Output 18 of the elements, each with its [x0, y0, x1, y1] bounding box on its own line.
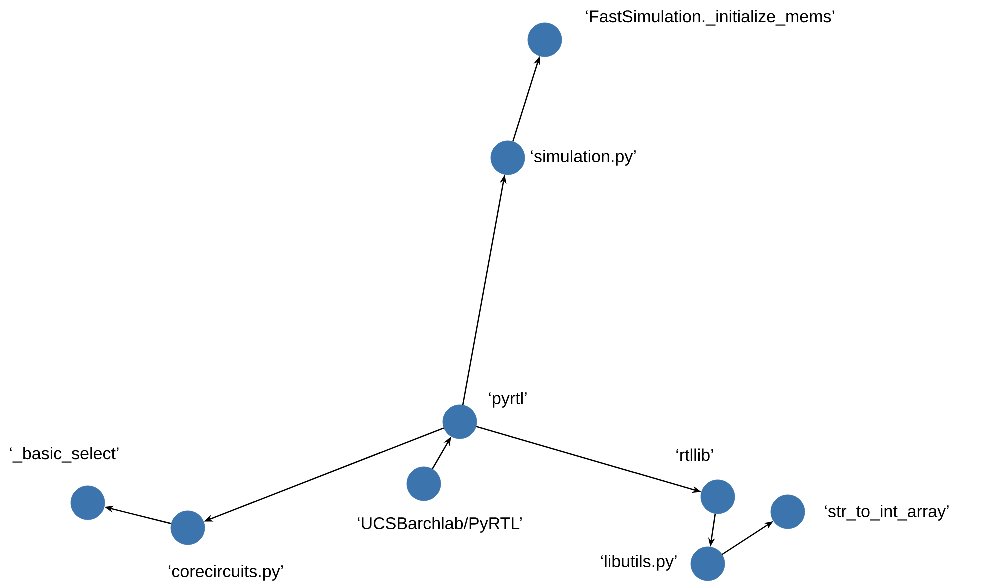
graph-node: [406, 466, 442, 502]
node-label: ‘FastSimulation._initialize_mems’: [586, 10, 834, 26]
graph-node: [70, 486, 106, 520]
graph-node: [528, 22, 562, 58]
node-label: ‘_basic_select’: [10, 447, 119, 463]
node-label: ‘libutils.py’: [601, 555, 677, 571]
node-label: ‘corecircuits.py’: [168, 565, 284, 581]
node-label: ‘rtllib’: [676, 448, 714, 462]
graph-node: [170, 510, 206, 546]
node-label: ‘simulation.py’: [531, 150, 636, 166]
node-label: ‘UCSBarchlab/PyRTL’: [358, 517, 522, 533]
graph-node: [690, 546, 726, 582]
graph-node: [700, 480, 736, 514]
node-label: ‘str_to_int_array’: [825, 505, 949, 521]
graph-node: [770, 494, 806, 530]
node-label: ‘pyrtl’: [489, 392, 527, 408]
graph-node: [490, 140, 526, 176]
graph-node: [442, 404, 478, 440]
